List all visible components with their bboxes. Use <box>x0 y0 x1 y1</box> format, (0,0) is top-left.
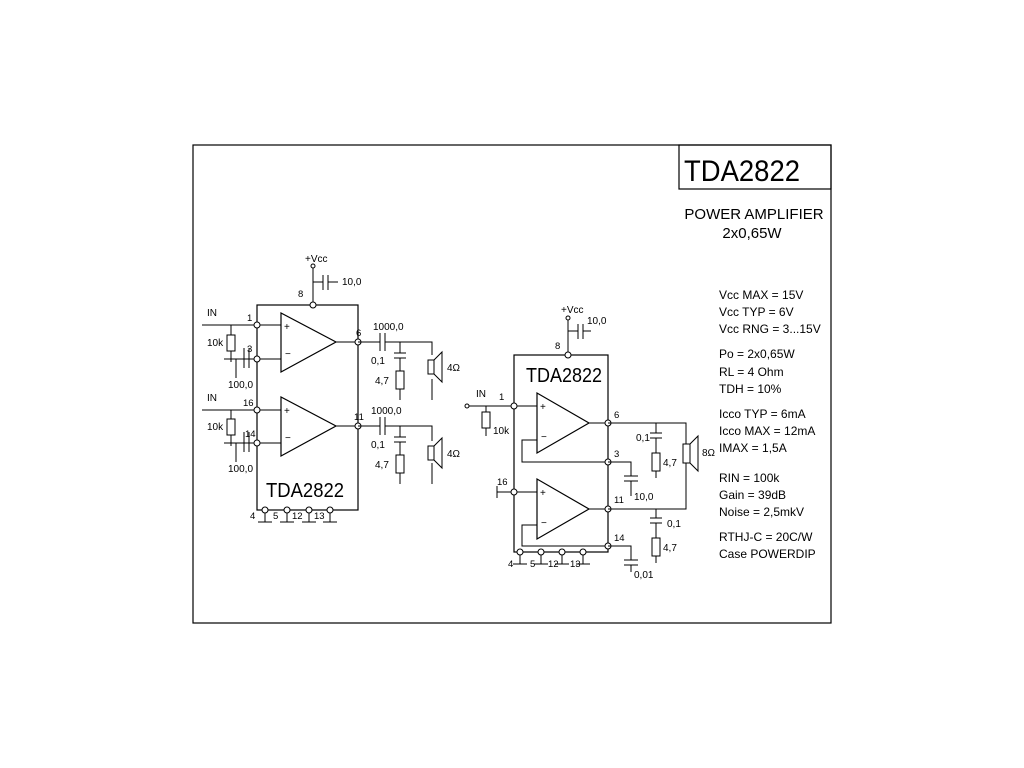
spec-icco-max: Icco MAX = 12mA <box>719 424 815 438</box>
left-opamp-1 <box>280 312 338 374</box>
right-pin-in2: 16 <box>497 477 508 488</box>
right-in-resistor-value: 10k <box>493 426 510 437</box>
right-pin-gnd-4: 4 <box>508 559 513 570</box>
spec-noise: Noise = 2,5mkV <box>719 505 804 519</box>
left-pin-out1: 6 <box>356 328 361 339</box>
right-opamp-2-plus: + <box>540 488 546 499</box>
left-fb2-cap-value: 100,0 <box>228 464 253 475</box>
left-opamp-2-plus: + <box>284 406 290 417</box>
page-title: TDA2822 <box>684 155 800 188</box>
left-opamp-2-minus: − <box>285 433 291 444</box>
left-pin-gnd-5: 5 <box>273 511 278 522</box>
right-speaker-value: 8Ω <box>702 448 716 459</box>
right-pin-out1: 6 <box>614 410 619 421</box>
right-pin-fb: 3 <box>614 449 619 460</box>
left-snub2-cap-value: 0,1 <box>371 440 385 451</box>
spec-vcc-max: Vcc MAX = 15V <box>719 288 803 302</box>
right-bypass-cap-value: 0,01 <box>634 570 654 581</box>
left-supply-cap: 10,0 <box>342 277 362 288</box>
right-in-label: IN <box>476 389 486 400</box>
left-pin-fb2: 14 <box>245 429 256 440</box>
right-pin-in1: 1 <box>499 392 504 403</box>
spec-rin: RIN = 100k <box>719 471 780 485</box>
right-opamp-2-minus: − <box>541 518 547 529</box>
spec-vcc-rng: Vcc RNG = 3...15V <box>719 322 821 336</box>
spec-list: Vcc MAX = 15V Vcc TYP = 6V Vcc RNG = 3..… <box>719 288 821 561</box>
left-speaker-2-value: 4Ω <box>447 449 461 460</box>
left-in2-label: IN <box>207 393 217 404</box>
right-snub1-res-value: 4,7 <box>663 458 677 469</box>
left-in1-label: IN <box>207 308 217 319</box>
right-in-resistor <box>481 411 491 429</box>
left-in2-resistor-value: 10k <box>207 422 224 433</box>
left-pin-fb1: 3 <box>247 344 252 355</box>
spec-icco-typ: Icco TYP = 6mA <box>719 407 806 421</box>
right-pin-vcc: 8 <box>555 341 560 352</box>
right-supply-cap: 10,0 <box>587 316 607 327</box>
right-opamp-1 <box>536 391 591 455</box>
left-pin-gnd-12: 12 <box>292 511 303 522</box>
right-snub2-cap-value: 0,1 <box>667 519 681 530</box>
right-pin-gnd-12: 12 <box>548 559 559 570</box>
left-speaker-1-icon <box>427 350 443 384</box>
right-pin-fb2: 14 <box>614 533 625 544</box>
right-chip-label: TDA2822 <box>526 365 602 387</box>
left-pin-out2: 11 <box>354 412 364 423</box>
left-pin-in1: 1 <box>247 313 252 324</box>
left-opamp-1-minus: − <box>285 349 291 360</box>
right-pin-gnd-5: 5 <box>530 559 535 570</box>
left-chip-label: TDA2822 <box>266 480 344 502</box>
right-snub2-res-value: 4,7 <box>663 543 677 554</box>
left-pin-in2: 16 <box>243 398 254 409</box>
left-fb1-cap-value: 100,0 <box>228 380 253 391</box>
subtitle-line1: POWER AMPLIFIER <box>684 206 823 223</box>
spec-imax: IMAX = 1,5A <box>719 441 787 455</box>
spec-rthj: RTHJ-C = 20C/W <box>719 530 813 544</box>
right-opamp-2 <box>536 477 591 541</box>
left-snub1-cap-value: 0,1 <box>371 356 385 367</box>
left-out1-cap-value: 1000,0 <box>373 322 404 333</box>
title-box <box>678 144 832 190</box>
right-snub1-cap-value: 0,1 <box>636 433 650 444</box>
right-speaker-icon <box>682 434 699 473</box>
right-circuit: TDA2822 + − + − +Vcc 10,0 8 IN 10k 1 16 … <box>464 305 716 581</box>
drawing-frame <box>192 144 832 624</box>
left-pin-vcc: 8 <box>298 289 303 300</box>
right-opamp-1-plus: + <box>540 402 546 413</box>
spec-tdh: TDH = 10% <box>719 382 782 396</box>
left-pin-gnd-4: 4 <box>250 511 255 522</box>
left-in1-resistor-value: 10k <box>207 338 224 349</box>
left-circuit: TDA2822 + − + − +Vcc 10,0 8 IN 10k 100,0… <box>202 254 461 523</box>
left-snub2-res-value: 4,7 <box>375 460 389 471</box>
left-in2-resistor <box>226 418 236 436</box>
left-opamp-1-plus: + <box>284 322 290 333</box>
spec-gain: Gain = 39dB <box>719 488 786 502</box>
right-bridge-cap-value: 10,0 <box>634 492 654 503</box>
spec-case: Case POWERDIP <box>719 547 816 561</box>
left-speaker-2-icon <box>427 436 443 470</box>
spec-rl: RL = 4 Ohm <box>719 365 784 379</box>
right-pin-gnd-13: 13 <box>570 559 581 570</box>
subtitle-line2: 2x0,65W <box>722 225 782 242</box>
right-supply-label: +Vcc <box>561 305 584 316</box>
left-pin-gnd-13: 13 <box>314 511 325 522</box>
left-opamp-2 <box>280 396 338 458</box>
left-out2-cap-value: 1000,0 <box>371 406 402 417</box>
right-pin-out2: 11 <box>614 495 624 506</box>
spec-vcc-typ: Vcc TYP = 6V <box>719 305 794 319</box>
spec-po: Po = 2x0,65W <box>719 347 795 361</box>
right-opamp-1-minus: − <box>541 432 547 443</box>
left-supply-label: +Vcc <box>305 254 328 265</box>
left-speaker-1-value: 4Ω <box>447 363 461 374</box>
left-snub1-res-value: 4,7 <box>375 376 389 387</box>
left-in1-resistor <box>226 334 236 352</box>
